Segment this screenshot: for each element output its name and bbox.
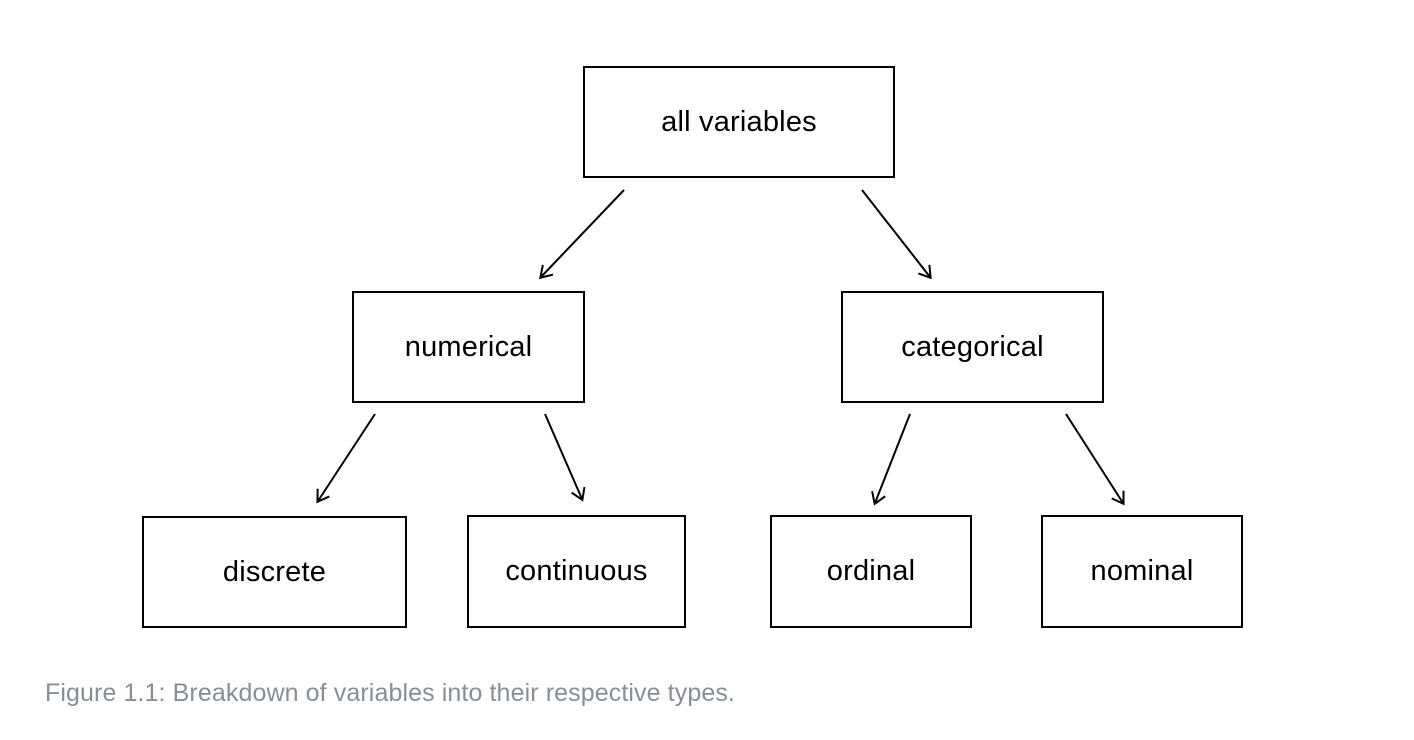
figure-caption: Figure 1.1: Breakdown of variables into … [45, 679, 735, 707]
node-numerical: numerical [352, 291, 585, 403]
node-discrete: discrete [142, 516, 407, 628]
arrow-all-variables-to-categorical [861, 189, 932, 280]
node-continuous: continuous [467, 515, 686, 628]
arrow-all-variables-to-numerical [539, 189, 625, 280]
node-ordinal: ordinal [770, 515, 972, 628]
node-nominal: nominal [1041, 515, 1243, 628]
arrow-categorical-to-ordinal [871, 413, 911, 506]
arrow-categorical-to-nominal [1065, 413, 1125, 506]
node-all-variables: all variables [583, 66, 895, 178]
arrow-numerical-to-discrete [316, 413, 376, 504]
arrow-numerical-to-continuous [544, 413, 586, 502]
node-categorical: categorical [841, 291, 1104, 403]
